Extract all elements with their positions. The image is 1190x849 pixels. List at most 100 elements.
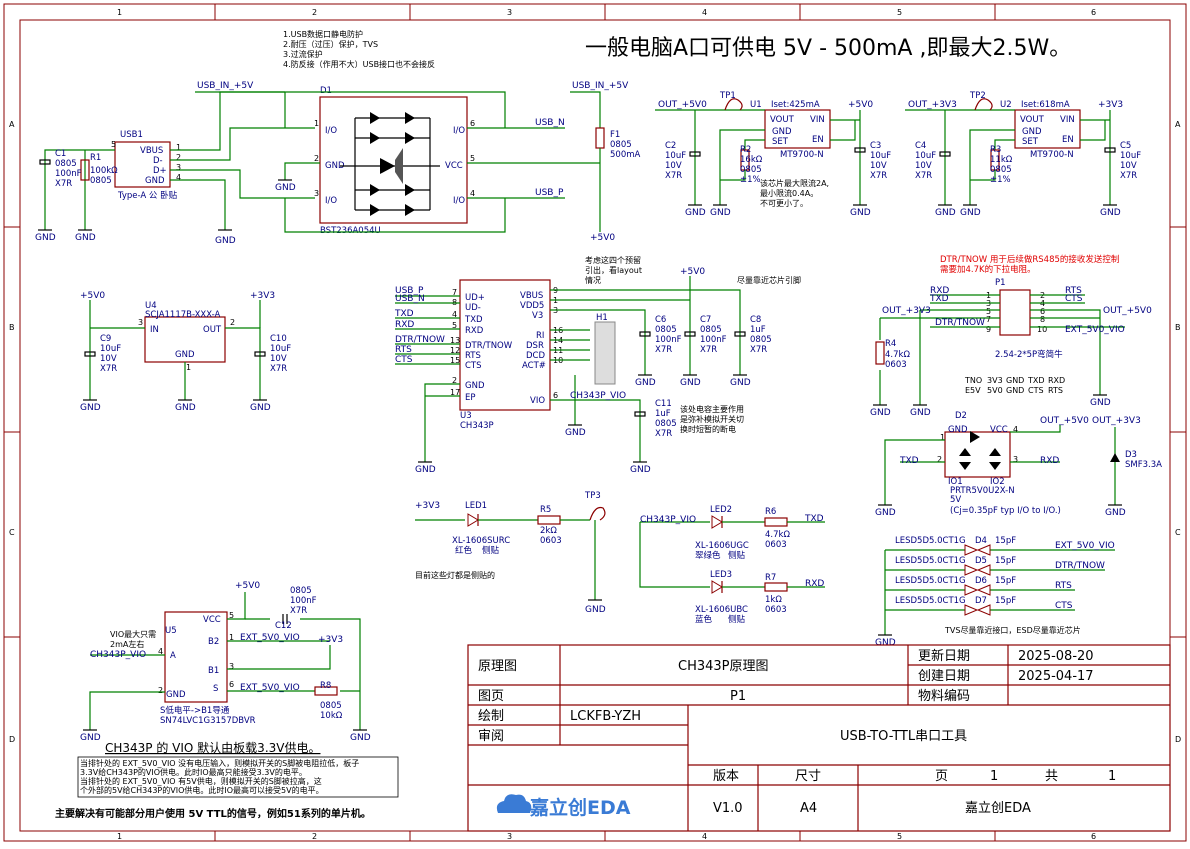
schematic-label: GND (870, 408, 891, 418)
schematic-label: GND (875, 508, 896, 518)
net-out33-1: OUT_+3V3 (908, 100, 957, 110)
schematic-label: 原理图 (478, 659, 517, 674)
schematic-label: 4 (452, 310, 457, 319)
schematic-label: VBUS (520, 291, 543, 301)
schematic-label: 1 (990, 769, 998, 784)
c1-capacitor: C1 0805 100nF X7R (55, 149, 82, 189)
schematic-label: GND (935, 208, 956, 218)
schematic-label: EN (1062, 135, 1074, 145)
schematic-label: 500mA (610, 150, 641, 160)
c11-note: 该处电容主要作用 是弥补模拟开关切 换时短暂的断电 (680, 404, 744, 434)
schematic-label: C (9, 528, 15, 537)
schematic-label: 0805 (750, 335, 772, 345)
schematic-label: D4 (975, 536, 987, 546)
schematic-label: VCC (445, 161, 463, 171)
schematic-label: XL-1606SURC (452, 536, 510, 546)
schematic-label: 1 (117, 832, 122, 841)
c5-capacitor: C5 10uF 10V X7R (1120, 141, 1141, 181)
schematic-label: GND (850, 208, 871, 218)
schematic-label: 红色 (455, 545, 473, 556)
schematic-label: R4 (885, 339, 896, 349)
schematic-label: 10kΩ (320, 711, 343, 721)
grid-labels: 1 2 3 4 5 6 1 2 3 4 5 6 A B C D A B C D (9, 8, 1181, 841)
schematic-label: 10uF (270, 344, 291, 354)
schematic-label: R5 (540, 505, 551, 515)
led-note: 目前这些灯都是侧贴的 (415, 570, 495, 580)
schematic-label: CTS (1055, 601, 1073, 611)
schematic-label: 17 (450, 388, 460, 397)
schematic-label: GND (145, 176, 165, 186)
schematic-label: ±1% (740, 175, 761, 185)
schematic-label: +3V3 (1098, 100, 1123, 110)
schematic-label: +5V0 (590, 233, 615, 243)
r3-resistor: R3 11kΩ 0805 ±1% (990, 145, 1013, 185)
schematic-label: 0805 (700, 325, 722, 335)
schematic-label: C11 (655, 399, 672, 409)
schematic-label: 嘉立创EDA (965, 801, 1031, 816)
schematic-label: +5V0 (680, 267, 705, 277)
schematic-label: 10uF (665, 151, 686, 161)
schematic-label: D3 (1125, 450, 1137, 460)
schematic-label: 2 (158, 686, 163, 695)
schematic-label: 4 (702, 832, 707, 841)
schematic-label: 0805 (740, 165, 762, 175)
r1-resistor: R1 100kΩ 0805 (90, 153, 118, 186)
schematic-label: GND (415, 465, 436, 475)
schematic-label: GND (1006, 376, 1024, 385)
schematic-label: 当排针处的 EXT_5V0_VIO 有5V供电，则模拟开关的S脚被拉高，这 (80, 776, 322, 786)
schematic-label: 100nF (290, 596, 317, 606)
schematic-label: SCJA1117B-XXX-A (145, 310, 221, 320)
schematic-label: 0603 (765, 605, 787, 615)
schematic-label: RXD (1040, 456, 1059, 466)
schematic-label: 0805 (655, 419, 677, 429)
schematic-label: LED3 (710, 570, 732, 580)
net-out5-3: OUT_+5V0 (1040, 416, 1089, 426)
schematic-label: USB_P (395, 286, 424, 296)
schematic-label: UD+ (465, 293, 485, 303)
schematic-label: V1.0 (713, 801, 743, 816)
net-ext-1: EXT_5V0_VIO (1065, 325, 1125, 335)
schematic-label: EP (465, 393, 476, 403)
schematic-label: 2mA左右 (110, 639, 144, 649)
schematic-label: E5V (965, 386, 981, 395)
schematic-label: 尺寸 (795, 769, 821, 784)
schematic-label: USB-TO-TTL串口工具 (840, 729, 967, 744)
schematic-label: 10V (665, 161, 682, 171)
vio-current-note: VIO最大只需 2mA左右 (110, 629, 156, 649)
schematic-label: C8 (750, 315, 761, 325)
schematic-label: TXD (899, 456, 919, 466)
c8-note: 尽量靠近芯片引脚 (737, 275, 801, 285)
led3: LED3 XL-1606UBC 蓝色 侧贴 (695, 570, 748, 625)
schematic-label: 3.3V给CH343P的VIO供电。此时IO最高只能接受3.3V的电平。 (80, 767, 307, 777)
net-vio-3: CH343P_VIO (90, 650, 146, 660)
schematic-label: 嘉立创EDA (529, 796, 631, 819)
schematic-label: 10uF (870, 151, 891, 161)
schematic-label: U2 (1000, 100, 1012, 110)
schematic-label: XL-1606UBC (695, 605, 748, 615)
schematic-label: GND (175, 403, 196, 413)
schematic-label: 3 (176, 163, 181, 172)
schematic-label: C6 (655, 315, 666, 325)
schematic-label: H1 (596, 313, 608, 323)
schematic-label: 7 (986, 315, 991, 324)
schematic-label: D (9, 735, 15, 744)
schematic-label: 5 (452, 321, 457, 330)
schematic-label: RTS (395, 345, 412, 355)
schematic-label: GND (215, 236, 236, 246)
schematic-label: 15pF (995, 576, 1016, 586)
schematic-label: 6 (1091, 832, 1096, 841)
title-block: 原理图 CH343P原理图 更新日期 2025-08-20 创建日期 2025-… (467, 644, 1171, 832)
schematic-label: X7R (915, 171, 932, 181)
schematic-label: R1 (90, 153, 101, 163)
schematic-label: 0805 (90, 176, 112, 186)
schematic-label: 2 (452, 376, 457, 385)
schematic-label: CTS (1065, 294, 1083, 304)
schematic-label: 2 (937, 455, 942, 464)
schematic-label: 1 (117, 8, 122, 17)
c8-capacitor: C8 1uF 0805 X7R (750, 315, 772, 355)
schematic-label: XL-1606UGC (695, 541, 749, 551)
schematic-label: B (1175, 323, 1181, 332)
schematic-label: 翠绿色 (695, 550, 721, 561)
schematic-label: GND (710, 208, 731, 218)
c12-capacitor: 0805 100nF X7R C12 (275, 586, 317, 631)
